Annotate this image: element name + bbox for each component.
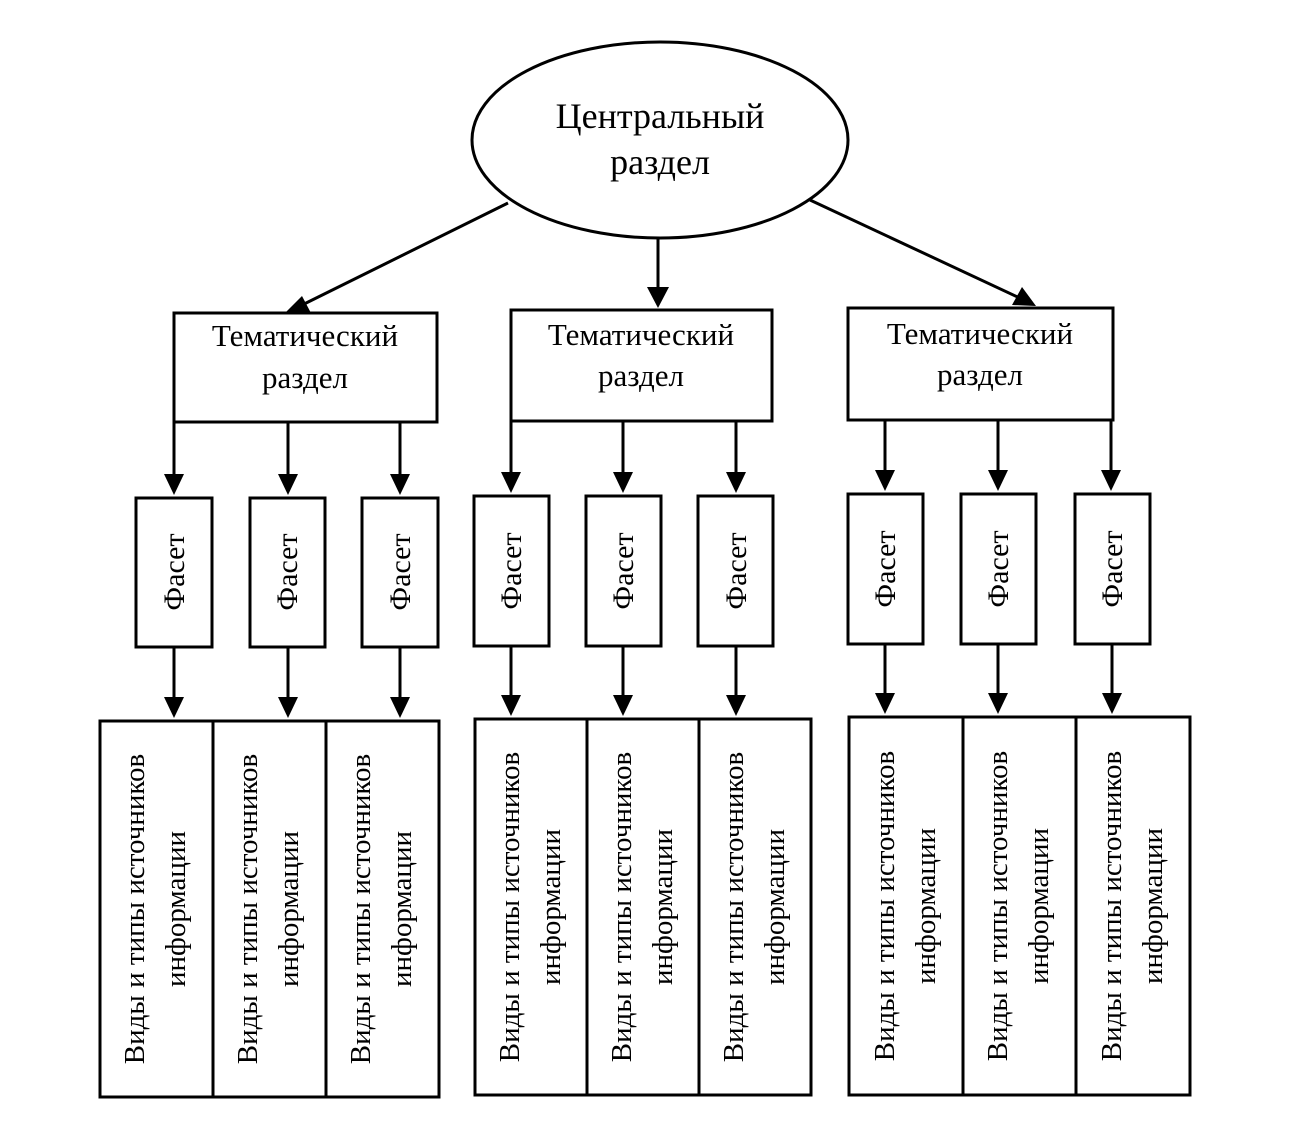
topic-3-label-line-2: раздел [937, 357, 1023, 392]
facet-label-3-2: Фасет [982, 530, 1015, 607]
topic-3-arrowhead-3 [1101, 470, 1121, 491]
source-label-2-2-line-2: информации [647, 829, 679, 985]
topic-group-3: Тематический раздел Фасет Фасет Фасет Ви… [846, 306, 1192, 1097]
central-arrow-3 [809, 198, 1025, 302]
central-arrowhead-2 [647, 287, 669, 308]
source-box-3-3 [1074, 715, 1192, 1097]
topic-1-arrowhead-1 [164, 474, 184, 495]
source-label-3-1-line-1: Виды и типы источников [869, 751, 901, 1061]
topic-2-arrowhead-1 [501, 472, 521, 493]
source-box-1-2 [211, 719, 328, 1099]
source-box-3-2 [961, 715, 1078, 1097]
facet-arrowhead-2-1 [501, 695, 521, 716]
central-label-line-1: Центральный [556, 96, 765, 136]
central-arrowhead-1 [284, 296, 312, 315]
source-label-2-1-line-1: Виды и типы источников [494, 752, 526, 1062]
topic-box-2 [509, 308, 774, 423]
facet-label-2-2: Фасет [607, 532, 640, 609]
source-label-3-3-line-1: Виды и типы источников [1096, 751, 1128, 1061]
source-label-2-2-line-1: Виды и типы источников [606, 752, 638, 1062]
facet-label-2-1: Фасет [495, 532, 528, 609]
central-ellipse [470, 40, 850, 240]
source-box-3-1 [847, 715, 965, 1097]
facet-box-3-3 [1073, 492, 1152, 646]
source-box-1-1 [98, 719, 215, 1099]
facet-arrowhead-3-2 [988, 693, 1008, 714]
topic-box-1 [172, 311, 439, 424]
central-arrow-1 [291, 201, 509, 312]
source-label-1-2-line-1: Виды и типы источников [232, 754, 264, 1064]
topic-2-label-line-1: Тематический [548, 317, 734, 352]
topic-3-arrowhead-2 [988, 470, 1008, 491]
central-arrowhead-3 [1012, 287, 1036, 306]
facet-arrowhead-1-3 [390, 697, 410, 718]
central-node: Центральный раздел [470, 40, 850, 240]
source-label-1-2-line-2: информации [273, 831, 305, 987]
topic-group-1: Тематический раздел Фасет Фасет Фасет Ви… [98, 311, 441, 1099]
topic-1-label-line-2: раздел [262, 360, 348, 395]
facet-box-3-2 [959, 492, 1038, 646]
facet-label-3-3: Фасет [1096, 530, 1129, 607]
facet-arrowhead-3-1 [875, 693, 895, 714]
topic-3-label-line-1: Тематический [887, 316, 1073, 351]
facet-label-1-1: Фасет [158, 533, 191, 610]
source-box-2-2 [585, 717, 701, 1097]
facet-label-3-1: Фасет [869, 530, 902, 607]
source-label-2-3-line-1: Виды и типы источников [718, 752, 750, 1062]
facet-arrowhead-2-3 [726, 695, 746, 716]
source-label-1-3-line-2: информации [386, 831, 418, 987]
topic-1-arrowhead-3 [390, 474, 410, 495]
facet-label-1-3: Фасет [384, 533, 417, 610]
facet-arrowhead-2-2 [613, 695, 633, 716]
topic-3-arrowhead-1 [875, 470, 895, 491]
source-label-1-1-line-2: информации [160, 831, 192, 987]
facet-arrowhead-1-2 [278, 697, 298, 718]
source-box-2-1 [473, 717, 589, 1097]
source-label-3-1-line-2: информации [910, 828, 942, 984]
facet-arrowhead-1-1 [164, 697, 184, 718]
central-to-topic-arrows [284, 198, 1036, 315]
source-label-2-1-line-2: информации [535, 829, 567, 985]
source-label-1-1-line-1: Виды и типы источников [119, 754, 151, 1064]
topic-box-3 [846, 306, 1115, 422]
topic-1-arrowhead-2 [278, 474, 298, 495]
source-label-3-2-line-1: Виды и типы источников [982, 751, 1014, 1061]
topic-2-arrowhead-3 [726, 472, 746, 493]
source-box-2-3 [697, 717, 813, 1097]
topic-1-label-line-1: Тематический [212, 318, 398, 353]
facet-box-2-3 [696, 494, 775, 648]
central-label-line-2: раздел [610, 142, 710, 182]
topic-2-arrowhead-2 [613, 472, 633, 493]
source-label-3-2-line-2: информации [1023, 828, 1055, 984]
facet-label-2-3: Фасет [720, 532, 753, 609]
source-label-2-3-line-2: информации [759, 829, 791, 985]
facet-label-1-2: Фасет [271, 533, 304, 610]
source-label-3-3-line-2: информации [1137, 828, 1169, 984]
facet-arrowhead-3-3 [1102, 693, 1122, 714]
source-label-1-3-line-1: Виды и типы источников [345, 754, 377, 1064]
topic-group-2: Тематический раздел Фасет Фасет Фасет Ви… [472, 308, 813, 1097]
source-box-1-3 [324, 719, 441, 1099]
topic-2-label-line-2: раздел [598, 358, 684, 393]
